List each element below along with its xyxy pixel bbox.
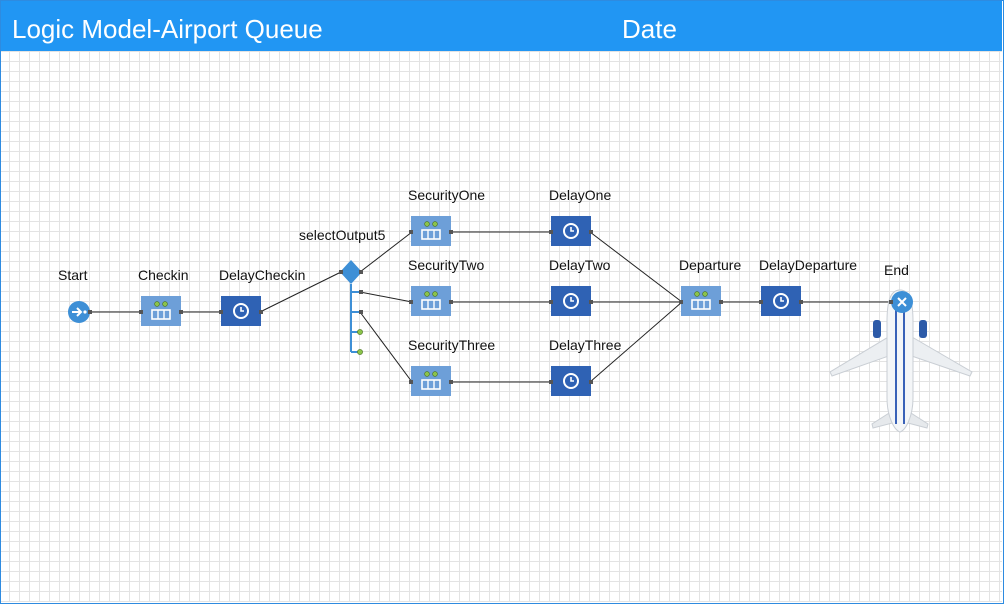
checkin-label: Checkin [138, 267, 189, 283]
delaytwo-block[interactable]: DelayTwo [549, 257, 611, 316]
end-block[interactable]: End [884, 262, 913, 313]
delayone-label: DelayOne [549, 187, 611, 203]
securityone-block[interactable]: SecurityOne [408, 187, 485, 246]
securitytwo-block[interactable]: SecurityTwo [408, 257, 484, 316]
delaythree-label: DelayThree [549, 337, 622, 353]
select-output-icon [339, 260, 363, 355]
delaycheckin-block[interactable]: DelayCheckin [219, 267, 305, 326]
start-block[interactable]: Start [58, 267, 92, 323]
securitythree-block[interactable]: SecurityThree [408, 337, 495, 396]
airplane-icon [829, 289, 973, 433]
securitytwo-label: SecurityTwo [408, 257, 484, 273]
securityone-label: SecurityOne [408, 187, 485, 203]
connector-delaycheckin-select [259, 271, 342, 313]
connector-select-securitytwo [359, 291, 413, 303]
model-canvas[interactable]: Start Checkin DelayCheckin selectOutput5 [1, 51, 1002, 602]
delaydeparture-label: DelayDeparture [759, 257, 857, 273]
end-label: End [884, 262, 909, 278]
start-label: Start [58, 267, 88, 283]
delayone-block[interactable]: DelayOne [549, 187, 611, 246]
connectors [90, 231, 892, 383]
process-flowchart: Start Checkin DelayCheckin selectOutput5 [58, 187, 973, 433]
date-label: Date [622, 14, 677, 44]
header-bar: Logic Model-Airport Queue Date [1, 1, 1002, 51]
connector-select-securityone [359, 231, 413, 273]
departure-label: Departure [679, 257, 741, 273]
model-title: Logic Model-Airport Queue [12, 14, 323, 44]
checkin-block[interactable]: Checkin [138, 267, 189, 326]
delaytwo-label: DelayTwo [549, 257, 611, 273]
connector-select-securitythree [359, 311, 413, 383]
connector-delaythree-departure [589, 301, 683, 383]
connector-delayone-departure [589, 231, 683, 303]
select-output-block[interactable]: selectOutput5 [299, 227, 386, 355]
sink-icon [891, 291, 913, 313]
delaythree-block[interactable]: DelayThree [549, 337, 622, 396]
select-output-label: selectOutput5 [299, 227, 386, 243]
delaycheckin-label: DelayCheckin [219, 267, 305, 283]
delaydeparture-block[interactable]: DelayDeparture [759, 257, 857, 316]
departure-block[interactable]: Departure [679, 257, 741, 316]
securitythree-label: SecurityThree [408, 337, 495, 353]
source-icon [68, 301, 90, 323]
